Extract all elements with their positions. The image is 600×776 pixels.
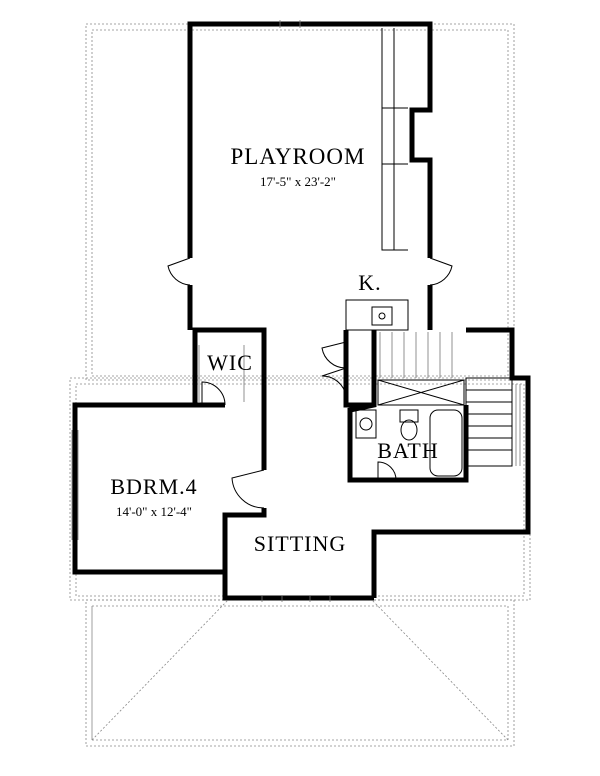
playroom-label: PLAYROOM xyxy=(231,144,366,169)
linen-closet xyxy=(321,330,374,408)
bath-walls xyxy=(347,330,469,483)
stair xyxy=(371,327,531,598)
wic-label: WIC xyxy=(207,350,253,375)
kitchenette xyxy=(345,299,409,331)
bedroom-4-label: BDRM.4 xyxy=(110,474,197,499)
playroom-dimensions: 17'-5" x 23'-2" xyxy=(260,174,336,189)
sitting-label: SITTING xyxy=(254,531,347,556)
roof-outline xyxy=(69,23,531,747)
wic-walls xyxy=(192,327,267,470)
playroom-walls xyxy=(167,20,453,330)
sitting-walls xyxy=(222,572,374,602)
bedroom-4-dimensions: 14'-0" x 12'-4" xyxy=(116,504,192,519)
kitchenette-label: K. xyxy=(358,270,381,295)
bath-label: BATH xyxy=(377,438,438,463)
